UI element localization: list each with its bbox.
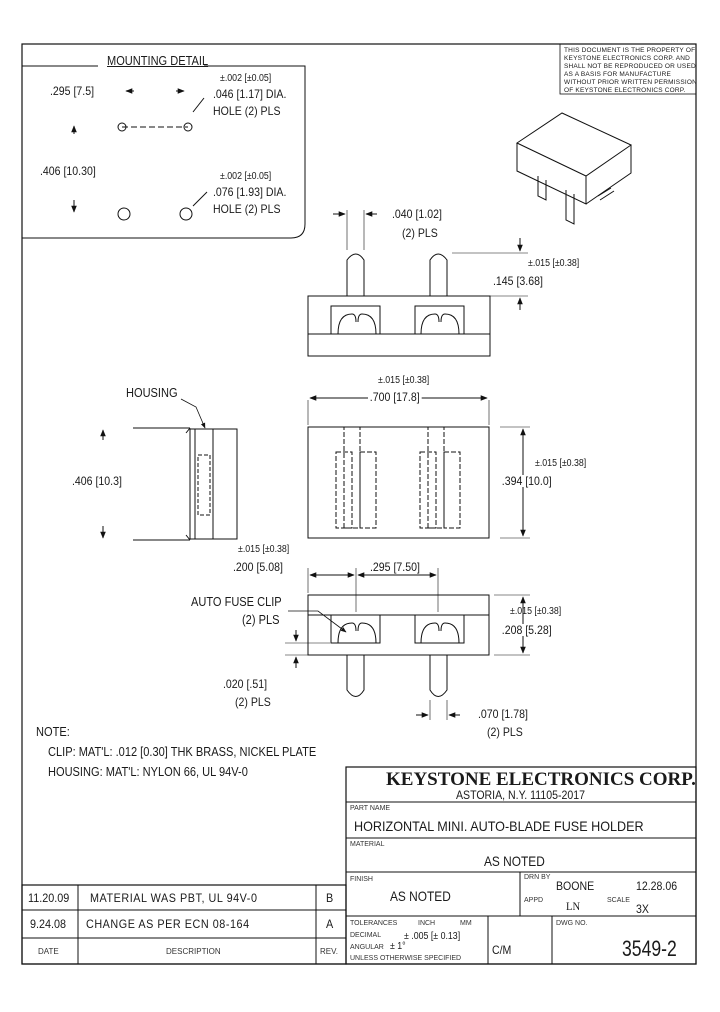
part-name-label: PART NAME <box>350 805 391 812</box>
notice-line-4: AS A BASIS FOR MANUFACTURE <box>564 71 672 78</box>
hole-large-right <box>179 207 193 221</box>
auto-fuse-clip-label: AUTO FUSE CLIP <box>191 594 282 609</box>
rev-header-description: DESCRIPTION <box>166 947 221 956</box>
dim-clip-width-qty: (2) PLS <box>402 226 438 240</box>
part-name: HORIZONTAL MINI. AUTO-BLADE FUSE HOLDER <box>354 818 644 834</box>
decimal-tol: ± .005 [± 0.13] <box>404 931 461 942</box>
notice-line-3: SHALL NOT BE REPRODUCED OR USED <box>564 63 696 70</box>
angular-tol: ± 1° <box>390 941 406 952</box>
dim-front-height-tol: ±.015 [±0.38] <box>535 458 587 469</box>
dim-offset-tol: ±.015 [±0.38] <box>238 544 290 555</box>
dim-clip-height: .145 [3.68] <box>493 274 543 288</box>
front-view <box>307 395 530 539</box>
title-block-lines <box>345 766 697 965</box>
auto-fuse-clip-qty: (2) PLS <box>242 612 280 627</box>
dim-blade-thk: .020 [.51] <box>223 677 268 691</box>
drawn-by-label: DRN BY <box>524 874 551 881</box>
dim-side-height: .406 [10.3] <box>72 474 122 488</box>
revision-block-lines <box>21 884 347 965</box>
finish-value: AS NOTED <box>390 888 451 904</box>
rev-row-1-date: 11.20.09 <box>28 891 70 905</box>
bottom-view <box>285 568 530 720</box>
dim-mount-spacing: .295 [7.5] <box>50 84 95 98</box>
scale-label: SCALE <box>607 897 630 904</box>
dim-blade-width: .070 [1.78] <box>478 707 528 721</box>
note-housing: HOUSING: MAT'L: NYLON 66, UL 94V-0 <box>48 764 248 779</box>
rev-row-1-rev: B <box>326 891 334 905</box>
notice-line-6: OF KEYSTONE ELECTRONICS CORP. <box>564 87 686 94</box>
tolerances-label: TOLERANCES <box>350 920 398 927</box>
company-name: KEYSTONE ELECTRONICS CORP. <box>386 769 696 790</box>
dim-hole-large-dia: .076 [1.93] DIA. <box>213 185 287 199</box>
decimal-label: DECIMAL <box>350 932 382 939</box>
dim-clip-height-tol: ±.015 [±0.38] <box>528 258 580 269</box>
inch-label: INCH <box>418 920 436 927</box>
hole-small-left <box>117 122 127 132</box>
rev-header-date: DATE <box>38 947 59 956</box>
dwg-no-label: DWG NO. <box>556 920 588 927</box>
notice-line-1: THIS DOCUMENT IS THE PROPERTY OF <box>564 47 696 54</box>
dim-hole-large-tol: ±.002 [±0.05] <box>220 171 272 182</box>
dim-mount-height: .406 [10.30] <box>40 164 96 178</box>
notes-heading: NOTE: <box>36 724 70 739</box>
mounting-detail-title: MOUNTING DETAIL <box>107 53 209 68</box>
scale-value: 3X <box>636 902 649 916</box>
cm-label: C/M <box>492 943 512 957</box>
notice-box <box>559 43 697 95</box>
housing-label: HOUSING <box>126 385 178 400</box>
drawing-number: 3549-2 <box>622 936 677 961</box>
rev-header-rev: REV. <box>320 947 338 956</box>
drawn-date: 12.28.06 <box>636 879 678 893</box>
hole-large-left <box>117 207 131 221</box>
approved-label: APPD <box>524 897 544 904</box>
dim-hole-small-qty: HOLE (2) PLS <box>213 104 281 118</box>
dim-clip-width: .040 [1.02] <box>392 207 442 221</box>
rev-row-2-rev: A <box>326 917 334 931</box>
drawn-by: BOONE <box>556 879 595 893</box>
material-label: MATERIAL <box>350 841 385 848</box>
note-clip: CLIP: MAT'L: .012 [0.30] THK BRASS, NICK… <box>48 744 317 759</box>
top-view <box>307 210 528 357</box>
material-value: AS NOTED <box>484 853 545 869</box>
dim-offset: .200 [5.08] <box>233 560 283 574</box>
dim-front-width-tol: ±.015 [±0.38] <box>378 375 430 386</box>
side-view <box>100 398 238 541</box>
mounting-holes <box>71 88 208 221</box>
dim-hole-small-tol: ±.002 [±0.05] <box>220 73 272 84</box>
dim-depth: .208 [5.28] <box>500 623 554 637</box>
finish-label: FINISH <box>350 876 373 883</box>
dim-depth-tol: ±.015 [±0.38] <box>510 606 562 617</box>
isometric-view <box>515 112 633 225</box>
angular-label: ANGULAR <box>350 944 384 951</box>
dim-blade-thk-qty: (2) PLS <box>235 695 271 709</box>
dim-hole-large-qty: HOLE (2) PLS <box>213 202 281 216</box>
approved-by: LN <box>566 899 581 913</box>
rev-row-1-description: MATERIAL WAS PBT, UL 94V-0 <box>90 891 258 905</box>
rev-row-2-date: 9.24.08 <box>30 917 67 931</box>
notice-line-5: WITHOUT PRIOR WRITTEN PERMISSION <box>564 79 698 86</box>
hole-small-right <box>183 122 193 132</box>
dim-front-width: .700 [17.8] <box>368 390 422 404</box>
unless-label: UNLESS OTHERWISE SPECIFIED <box>350 955 462 962</box>
rev-row-2-description: CHANGE AS PER ECN 08-164 <box>86 917 250 931</box>
mounting-detail-frame <box>22 65 306 239</box>
top-housing <box>307 295 491 357</box>
mm-label: MM <box>460 920 472 927</box>
notice-line-2: KEYSTONE ELECTRONICS CORP. AND <box>564 55 691 62</box>
dim-pitch: .295 [7.50] <box>370 560 420 574</box>
dim-hole-small-dia: .046 [1.17] DIA. <box>213 87 287 101</box>
dim-front-height: .394 [10.0] <box>500 474 554 488</box>
dim-blade-width-qty: (2) PLS <box>487 725 523 739</box>
company-address: ASTORIA, N.Y. 11105-2017 <box>456 788 585 802</box>
